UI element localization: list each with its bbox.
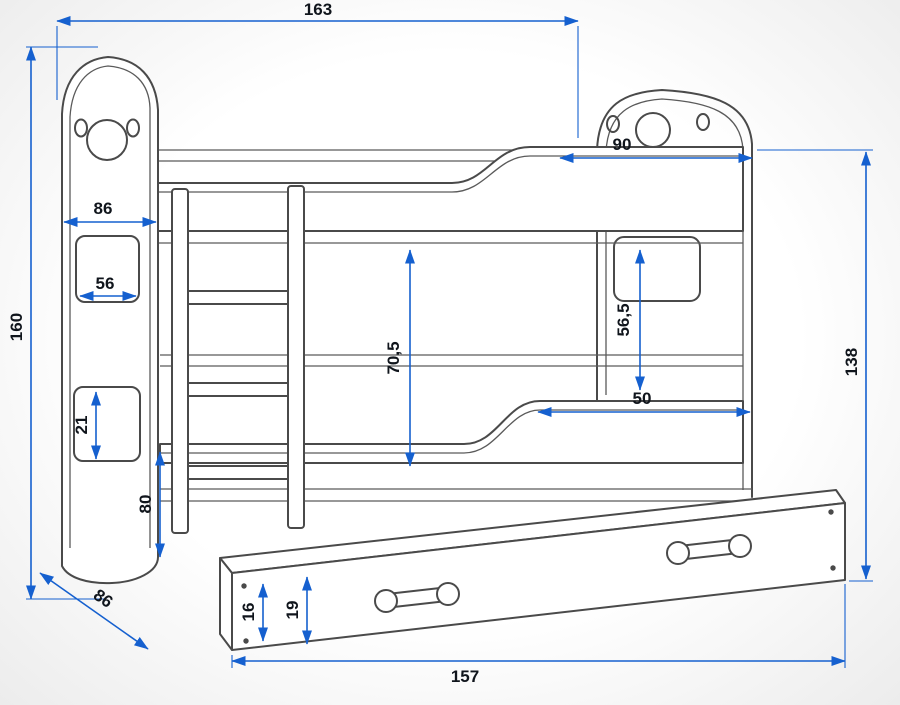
- left-porthole-small-left: [74, 118, 88, 138]
- dim-label: 160: [7, 313, 26, 341]
- left-headboard-window-upper: [75, 235, 140, 303]
- dim-label: 86: [90, 585, 116, 611]
- dim-label: 56: [96, 274, 115, 293]
- right-porthole-small-left: [606, 115, 620, 133]
- right-headboard: [596, 89, 753, 498]
- lower-bunk: [159, 354, 744, 464]
- handle-knob: [436, 582, 460, 606]
- right-porthole-small-right: [696, 113, 710, 131]
- drawer-screw: [241, 583, 247, 589]
- dim-label: 163: [304, 0, 332, 19]
- drawer-front-face: [231, 502, 846, 651]
- dim-top-length: 163: [56, 0, 579, 138]
- ladder-stile-right: [287, 185, 305, 529]
- dim-label: 86: [94, 199, 113, 218]
- dim-bed-depth: 86: [39, 572, 149, 650]
- drawer-side-face: [219, 557, 233, 651]
- ladder: [171, 185, 305, 534]
- bed-base: [160, 488, 752, 502]
- dim-drawer-front-height: 19: [283, 576, 313, 645]
- dim-label: 16: [239, 603, 258, 622]
- dim-headboard-width: 86: [63, 199, 157, 228]
- dim-lower-rail-length: 50: [537, 389, 751, 418]
- left-porthole-small-right: [126, 118, 140, 138]
- dim-label: 19: [283, 601, 302, 620]
- dim-right-height: 138: [757, 149, 873, 582]
- dim-label: 50: [633, 389, 652, 408]
- dim-drawer-length: 157: [231, 584, 846, 686]
- handle-knob: [728, 534, 752, 558]
- right-porthole-large: [635, 112, 671, 148]
- dim-label: 157: [451, 667, 479, 686]
- dim-label: 80: [136, 495, 155, 514]
- dim-upper-rail-length: 90: [559, 135, 753, 164]
- drawer: [219, 489, 846, 651]
- drawer-handle-right: [666, 534, 752, 565]
- dim-bunk-clearance: 70,5: [384, 249, 416, 467]
- dim-right-clearance: 56,5: [614, 249, 646, 391]
- upper-front-rail-edge-band: [158, 155, 743, 193]
- left-porthole-large: [86, 119, 128, 161]
- right-headboard-panel: [596, 89, 753, 498]
- right-headboard-inner-edge: [605, 98, 744, 490]
- ladder-rung: [185, 382, 291, 397]
- dim-label: 56,5: [614, 303, 633, 336]
- dim-label: 90: [613, 135, 632, 154]
- lower-front-rail-edge-band: [160, 409, 743, 454]
- dim-line: [39, 572, 149, 650]
- handle-knob: [374, 589, 398, 613]
- drawer-screw: [243, 638, 249, 644]
- dim-label: 21: [72, 416, 91, 435]
- upper-bunk: [157, 146, 744, 244]
- drawer-screw: [828, 509, 834, 515]
- drawer-handle-left: [374, 582, 460, 613]
- dim-window-width: 56: [79, 274, 137, 302]
- left-headboard-window-lower: [73, 386, 141, 462]
- left-headboard-inner-edge: [69, 65, 151, 548]
- ladder-rung: [185, 290, 291, 305]
- dim-lower-window-height: 21: [72, 391, 102, 460]
- dim-label: 70,5: [384, 341, 403, 374]
- right-headboard-window: [613, 236, 701, 302]
- ladder-stile-left: [171, 188, 189, 534]
- upper-front-rail: [157, 146, 744, 232]
- drawer-screw: [830, 565, 836, 571]
- handle-knob: [666, 541, 690, 565]
- ladder-rung: [185, 465, 291, 480]
- dim-label: 138: [842, 348, 861, 376]
- dim-lower-section-height: 80: [136, 451, 166, 558]
- dim-drawer-side-height: 16: [239, 583, 269, 642]
- dimensions: 163 90 86 56 160 70,5 56,5: [7, 0, 873, 686]
